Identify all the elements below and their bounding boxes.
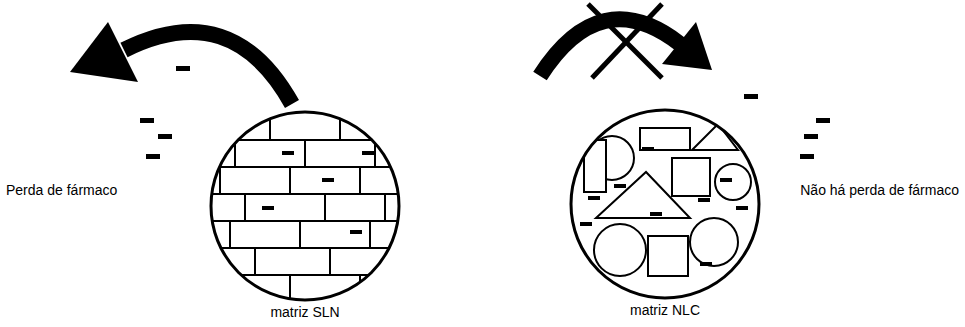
cross-mark xyxy=(588,4,662,78)
circle-outline xyxy=(569,108,761,300)
nlc-matrix: matriz NLC xyxy=(569,108,761,319)
matrix-label: matriz NLC xyxy=(569,302,761,319)
brick-pattern xyxy=(200,110,410,300)
release-arrow xyxy=(124,32,292,104)
arrow-head xyxy=(70,22,138,82)
matrix-label: matriz SLN xyxy=(209,304,401,321)
mixed-lipid-shapes xyxy=(584,124,751,276)
circle-outline xyxy=(209,110,401,302)
annotation-label: Não há perda de fármaco xyxy=(800,182,959,199)
arrow-head xyxy=(662,22,712,70)
drug-molecules xyxy=(580,147,748,266)
drug-molecules xyxy=(140,66,830,159)
cross-mark xyxy=(592,4,662,78)
sln-matrix: matriz SLN xyxy=(209,110,401,321)
drug-molecules xyxy=(262,151,374,234)
annotation-label: Perda de fármaco xyxy=(6,182,117,199)
